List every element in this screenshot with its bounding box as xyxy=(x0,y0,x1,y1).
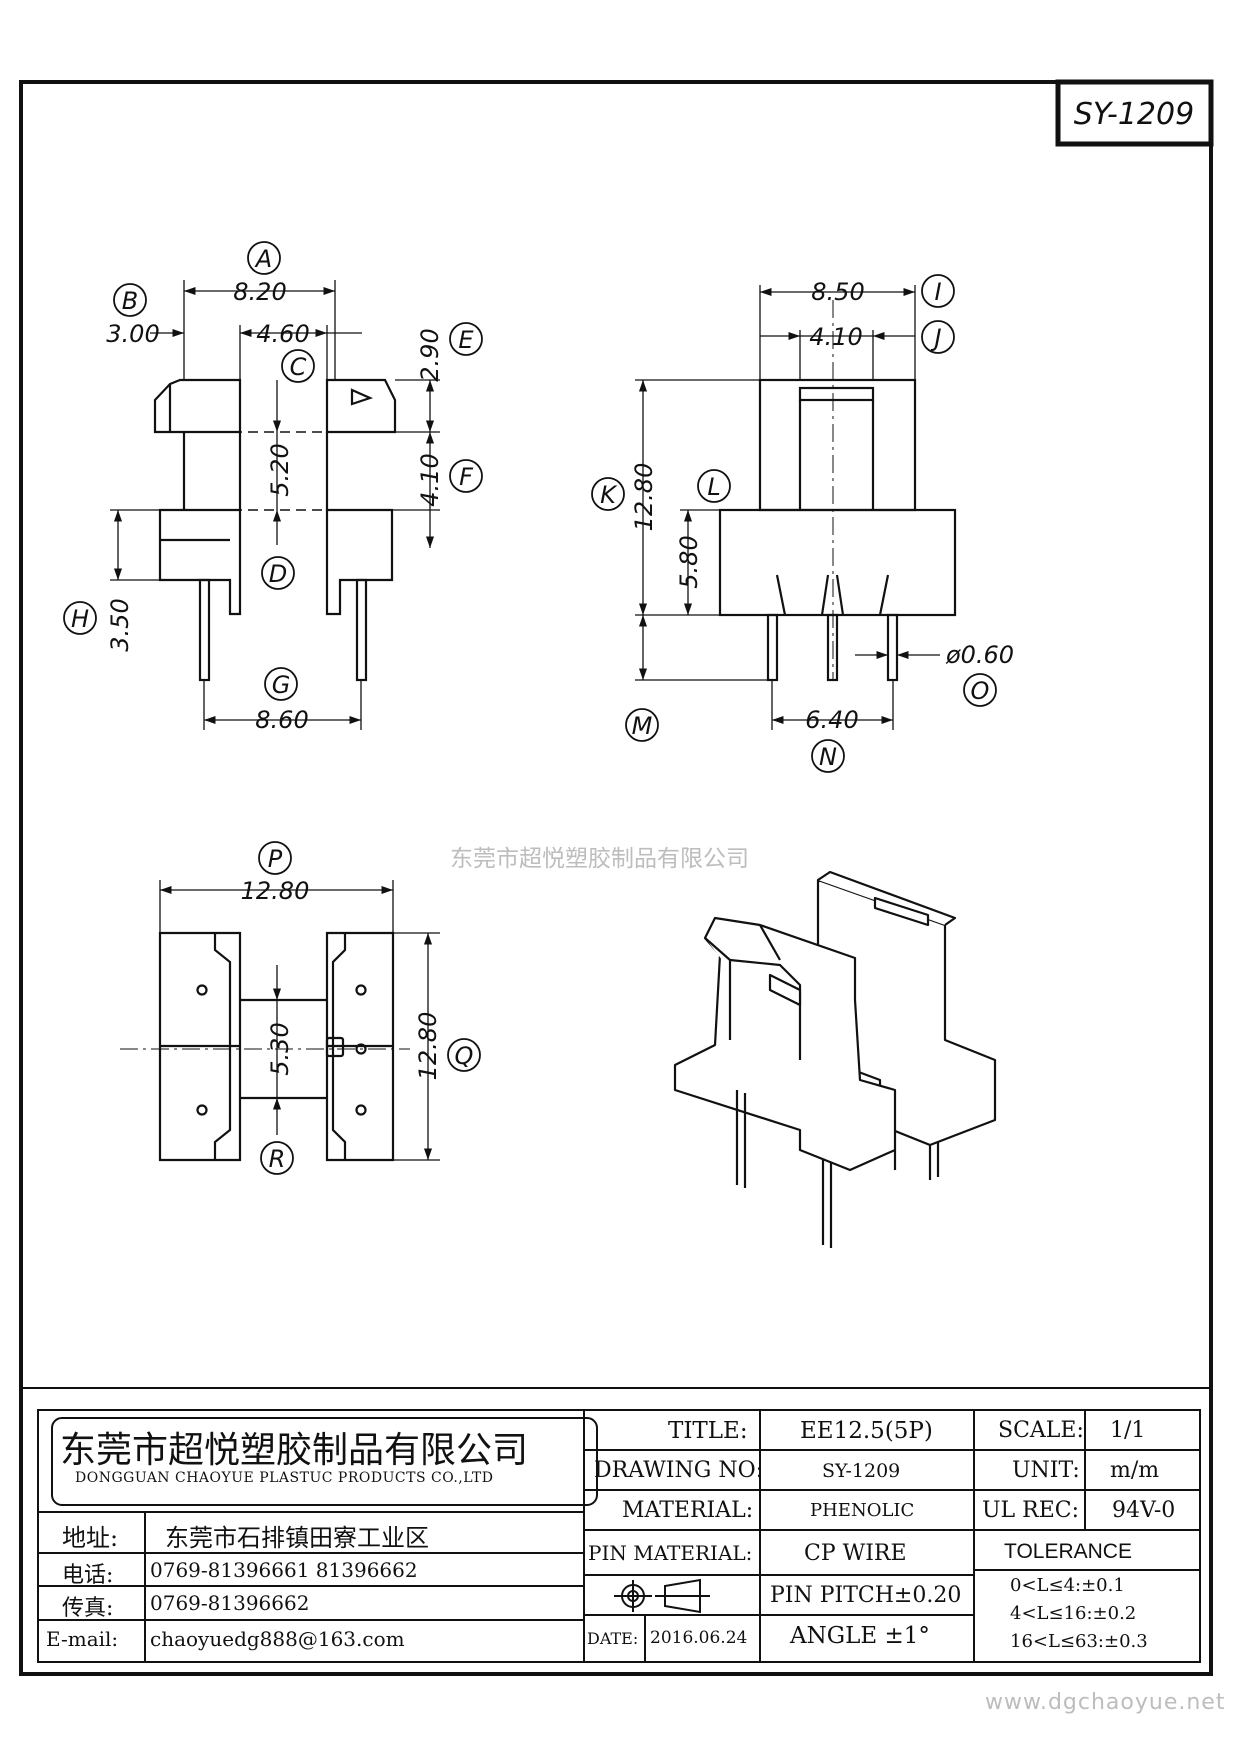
callout-letters: A B C D E F G H I J K L M N O P Q R xyxy=(71,245,989,1173)
company-name-en: DONGGUAN CHAOYUE PLASTUC PRODUCTS CO.,LT… xyxy=(75,1470,494,1486)
material-label: MATERIAL: xyxy=(622,1498,754,1523)
unit-label: UNIT: xyxy=(1012,1458,1080,1483)
front-view xyxy=(153,378,397,682)
scale-label: SCALE: xyxy=(998,1418,1084,1443)
bottom-view-dimensions xyxy=(159,880,440,1161)
dim-r-value: 5.30 xyxy=(266,1022,294,1075)
dim-a-value: 8.20 xyxy=(233,278,286,306)
title-label: TITLE: xyxy=(668,1418,748,1444)
pin-material-value: CP WIRE xyxy=(804,1541,907,1566)
dim-h-value: 3.50 xyxy=(106,598,134,651)
drawing-no-label: DRAWING NO: xyxy=(594,1458,764,1483)
phone-value: 0769-81396661 81396662 xyxy=(150,1558,418,1582)
label-m: M xyxy=(632,712,653,740)
drawing-no-value: SY-1209 xyxy=(822,1460,901,1482)
label-i: I xyxy=(934,278,941,306)
material-value: PHENOLIC xyxy=(810,1500,915,1521)
drawing-code-box: SY-1209 xyxy=(1055,79,1214,147)
label-l: L xyxy=(707,473,720,501)
title-value: EE12.5(5P) xyxy=(800,1418,933,1444)
sheet-frame xyxy=(19,80,1213,1676)
angle-tolerance: ANGLE ±1° xyxy=(790,1623,930,1649)
callout-labels xyxy=(63,241,997,1175)
fax-label: 传真: xyxy=(62,1596,114,1621)
tolerance-line-2: 4<L≤16:±0.2 xyxy=(1010,1603,1137,1624)
bottom-view xyxy=(120,931,410,1162)
front-view-dimensions xyxy=(110,280,440,730)
dim-p-value: 12.80 xyxy=(241,877,310,905)
label-p: P xyxy=(268,845,283,873)
dim-i-value: 8.50 xyxy=(811,278,864,306)
dimension-labels: 8.20 3.00 4.60 2.90 5.20 4.10 3.50 8.60 … xyxy=(106,278,1014,1080)
title-block-grid xyxy=(37,1409,1201,1663)
label-n: N xyxy=(819,743,837,771)
dim-j-value: 4.10 xyxy=(809,323,862,351)
address-label: 地址: xyxy=(62,1524,119,1552)
dim-q-value: 12.80 xyxy=(414,1012,442,1081)
dim-f-value: 4.10 xyxy=(416,453,444,506)
ul-label: UL REC: xyxy=(982,1498,1080,1523)
phone-label: 电话: xyxy=(62,1563,114,1588)
drawing-code: SY-1209 xyxy=(1074,97,1194,132)
isometric-view xyxy=(673,870,997,1248)
label-c: C xyxy=(290,353,307,381)
address-value: 东莞市石排镇田寮工业区 xyxy=(165,1524,429,1552)
label-g: G xyxy=(272,671,291,699)
label-e: E xyxy=(458,326,474,354)
date-value: 2016.06.24 xyxy=(650,1628,748,1648)
label-o: O xyxy=(971,677,990,705)
label-f: F xyxy=(459,463,474,491)
company-name-cn: 东莞市超悦塑胶制品有限公司 xyxy=(60,1430,529,1471)
label-h: H xyxy=(71,605,89,633)
tolerance-line-1: 0<L≤4:±0.1 xyxy=(1010,1575,1125,1596)
dim-o-value: ø0.60 xyxy=(945,641,1014,669)
dim-b-value: 3.00 xyxy=(106,320,159,348)
label-q: Q xyxy=(455,1042,474,1070)
label-b: B xyxy=(122,287,138,315)
label-j: J xyxy=(930,324,941,352)
dim-c-value: 4.60 xyxy=(256,320,309,348)
dim-n-value: 6.40 xyxy=(805,706,858,734)
tolerance-line-3: 16<L≤63:±0.3 xyxy=(1010,1631,1148,1652)
email-value: chaoyuedg888@163.com xyxy=(150,1627,405,1651)
pin-material-label: PIN MATERIAL: xyxy=(588,1541,753,1565)
scale-value: 1/1 xyxy=(1110,1418,1146,1443)
unit-value: m/m xyxy=(1110,1458,1160,1483)
label-d: D xyxy=(269,560,287,588)
ul-value: 94V-0 xyxy=(1112,1498,1176,1523)
label-k: K xyxy=(600,481,618,509)
center-watermark: 东莞市超悦塑胶制品有限公司 xyxy=(450,846,749,872)
url-watermark: www.dgchaoyue.net xyxy=(985,1690,1226,1715)
label-a: A xyxy=(254,245,272,273)
email-label: E-mail: xyxy=(46,1627,119,1651)
pin-pitch: PIN PITCH±0.20 xyxy=(770,1583,962,1608)
fax-value: 0769-81396662 xyxy=(150,1591,310,1615)
dim-5-20-value: 5.20 xyxy=(266,443,294,496)
dim-e-value: 2.90 xyxy=(416,328,444,381)
dim-l-value: 5.80 xyxy=(675,535,703,588)
dim-g-value: 8.60 xyxy=(255,706,308,734)
tolerance-label: TOLERANCE xyxy=(1004,1540,1132,1563)
date-label: DATE: xyxy=(587,1629,639,1648)
side-view-dimensions xyxy=(635,285,940,730)
side-view xyxy=(718,300,957,682)
label-r: R xyxy=(269,1145,286,1173)
dim-k-value: 12.80 xyxy=(630,463,658,532)
